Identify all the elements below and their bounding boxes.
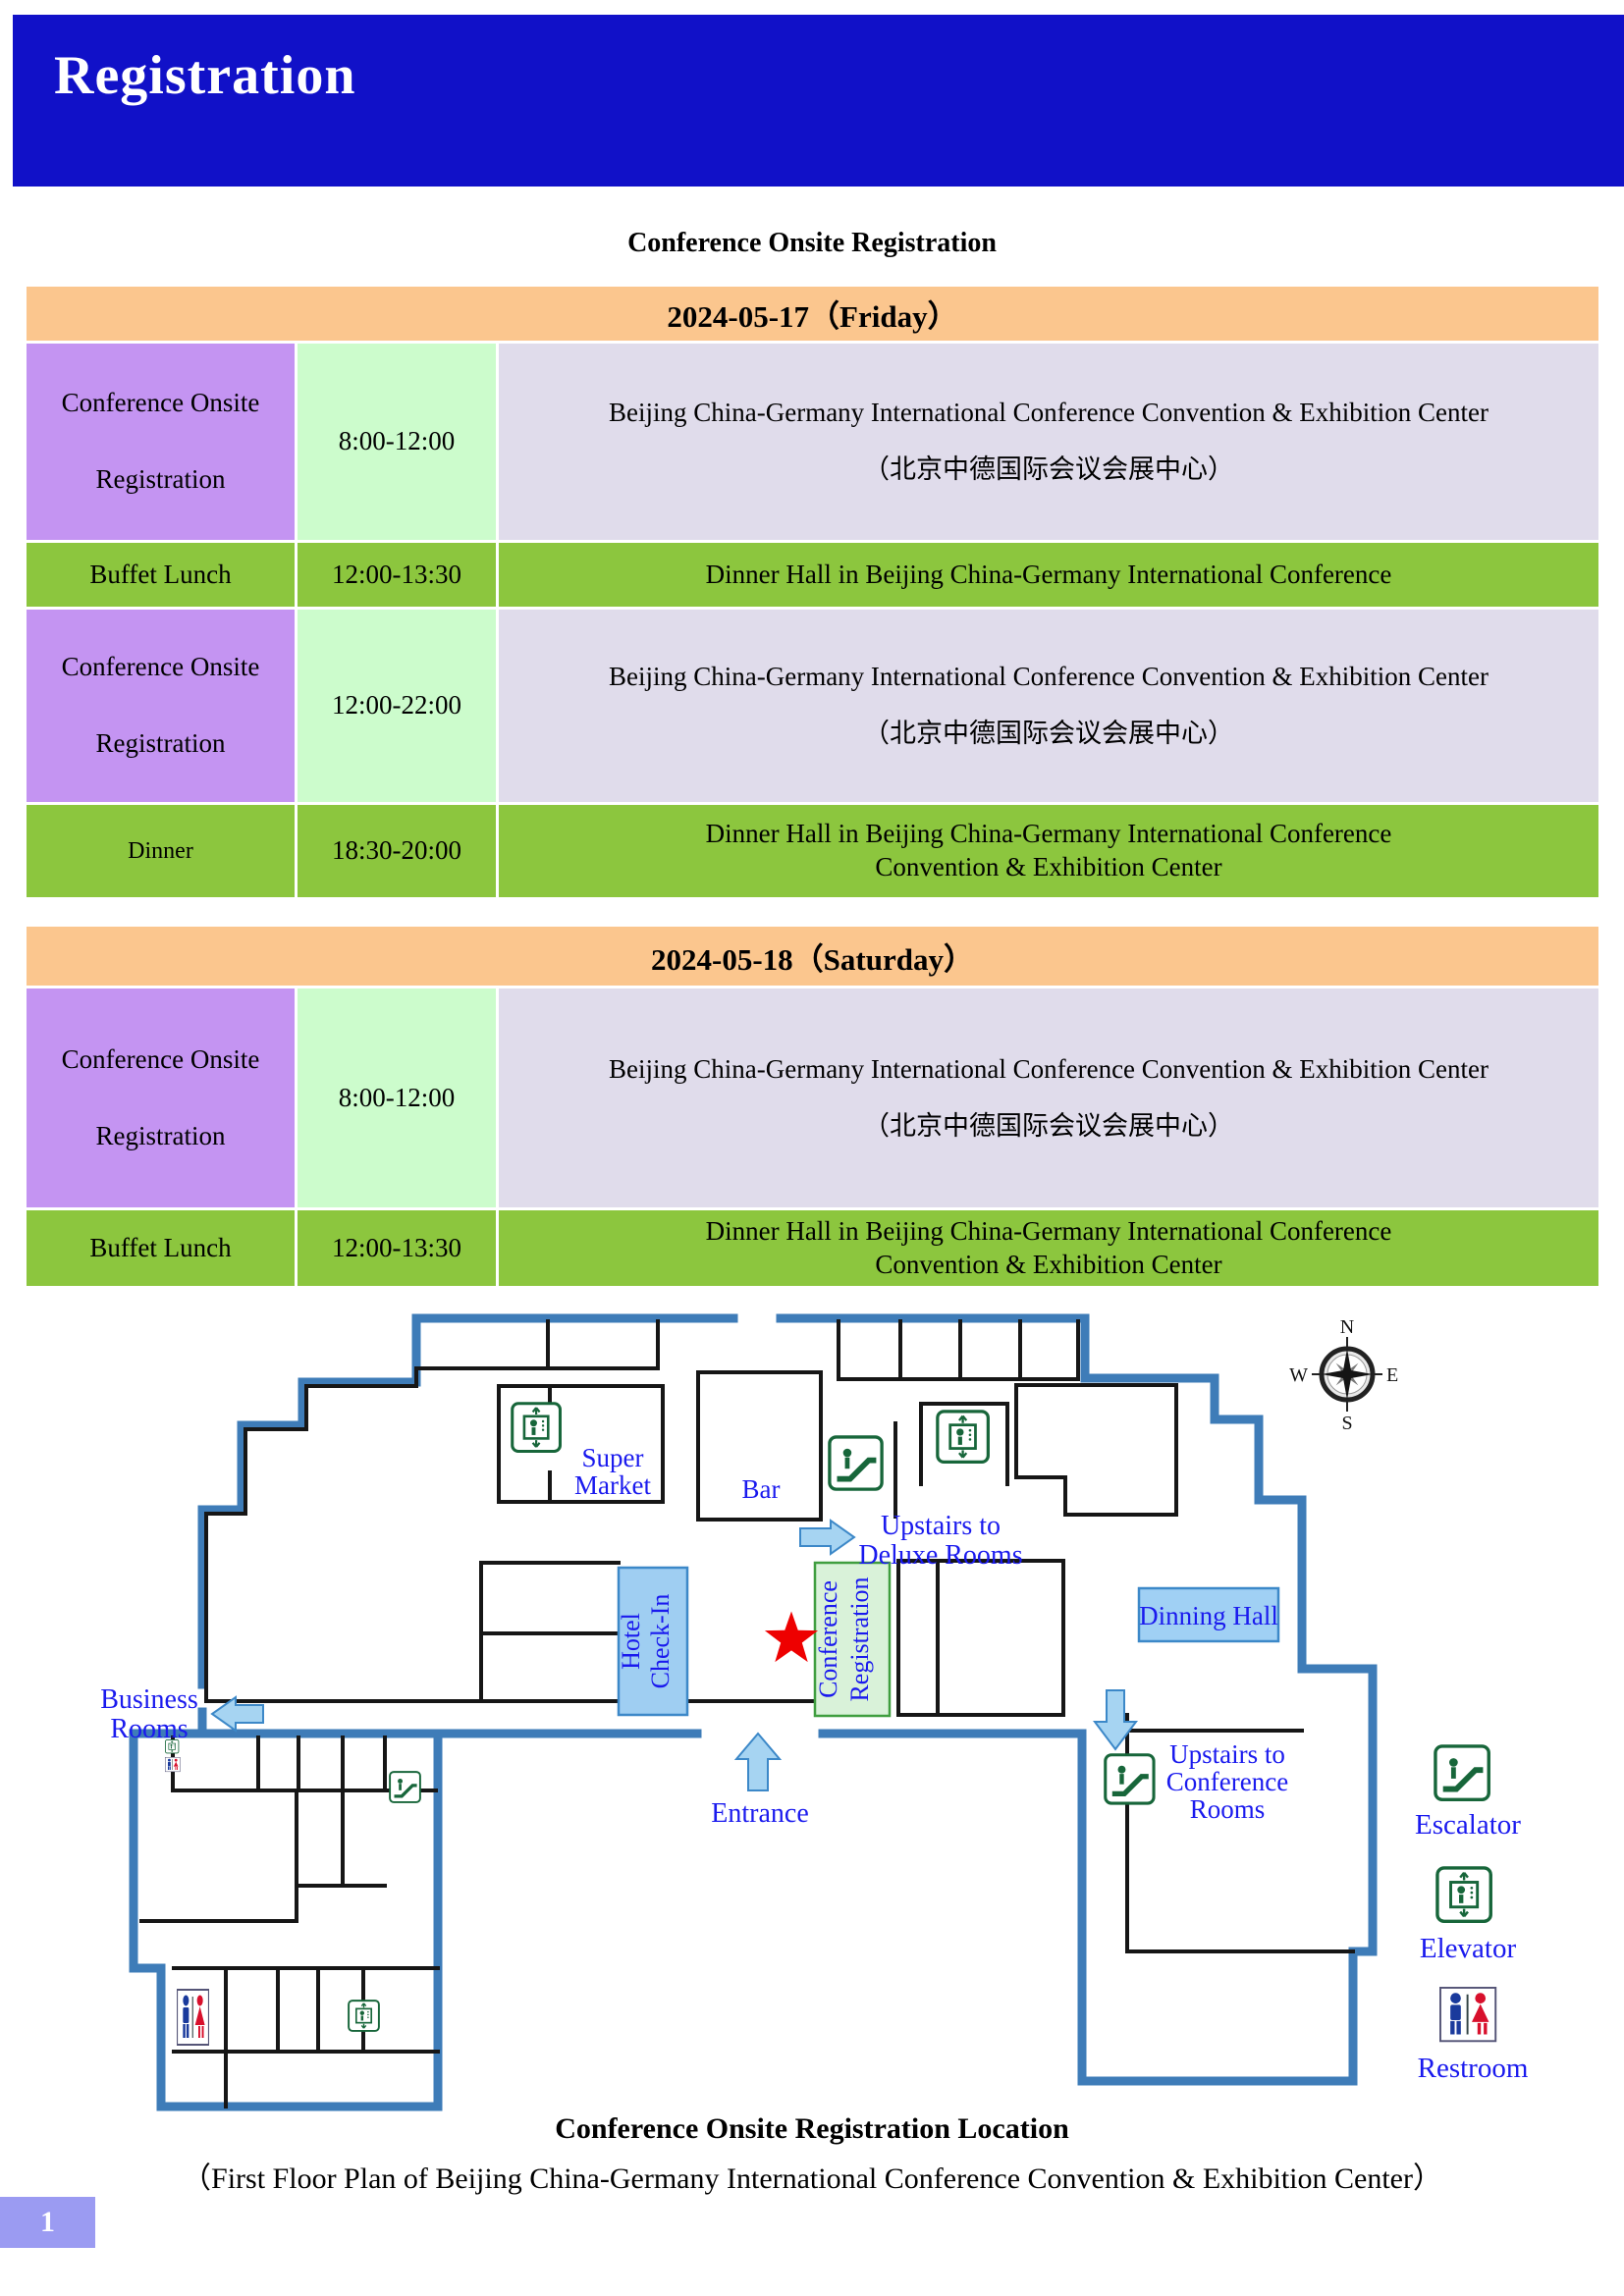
arrow-up-entrance-icon — [733, 1732, 783, 1791]
activity-cell: Conference Onsite Registration — [27, 344, 298, 540]
hotel-check-in-label: Hotel — [617, 1613, 645, 1670]
escalator-icon — [388, 1770, 422, 1804]
activity-cell: Conference Onsite Registration — [27, 988, 298, 1207]
upstairs-deluxe-label: Upstairs to — [881, 1511, 1001, 1541]
table-row: Dinner 18:30-20:00 Dinner Hall in Beijin… — [27, 805, 1598, 897]
location-line-zh: （北京中德国际会议会展中心） — [863, 719, 1234, 748]
elevator-icon — [510, 1401, 563, 1454]
location-cell: Beijing China-Germany International Conf… — [499, 988, 1598, 1207]
business-rooms-label: Rooms — [110, 1714, 188, 1744]
arrow-right-deluxe-icon — [799, 1519, 856, 1556]
location-cell: Beijing China-Germany International Conf… — [499, 610, 1598, 802]
page-title: Registration — [54, 45, 356, 106]
time-cell: 12:00-13:30 — [298, 543, 499, 607]
location-cell: Dinner Hall in Beijing China-Germany Int… — [499, 543, 1598, 607]
location-cell: Dinner Hall in Beijing China-Germany Int… — [499, 1210, 1598, 1286]
map-legend: Escalator Elevator Restroom — [1415, 1746, 1529, 2084]
restroom-icon — [1438, 1986, 1497, 2043]
compass-w-label: W — [1289, 1364, 1308, 1386]
location-line: Dinner Hall in Beijing China-Germany Int… — [705, 1215, 1392, 1246]
escalator-icon — [1106, 1755, 1154, 1803]
conference-registration-label: Conference — [814, 1580, 842, 1698]
time-cell: 18:30-20:00 — [298, 805, 499, 897]
location-line: Convention & Exhibition Center — [875, 852, 1222, 881]
business-rooms-label: Business — [100, 1684, 198, 1715]
arrow-left-business-icon — [210, 1695, 264, 1733]
table-row: Conference Onsite Registration 8:00-12:0… — [27, 344, 1598, 540]
dinning-hall-label: Dinning Hall — [1139, 1601, 1278, 1630]
bar-label: Bar — [742, 1474, 781, 1504]
table-row: Buffet Lunch 12:00-13:30 Dinner Hall in … — [27, 543, 1598, 607]
page-number: 1 — [0, 2197, 95, 2248]
restroom-icon — [164, 1757, 181, 1773]
date-header-friday: 2024-05-17（Friday） — [27, 287, 1598, 341]
escalator-icon — [1435, 1746, 1489, 1799]
location-star-icon — [764, 1611, 819, 1663]
conference-registration-label: Registration — [845, 1576, 874, 1701]
activity-cell: Buffet Lunch — [27, 543, 298, 607]
upstairs-deluxe-label: Deluxe Rooms — [858, 1540, 1022, 1571]
location-line: Convention & Exhibition Center — [875, 1249, 1222, 1279]
upstairs-conference-label: Conference — [1166, 1767, 1288, 1796]
activity-cell: Buffet Lunch — [27, 1210, 298, 1286]
location-cell: Dinner Hall in Beijing China-Germany Int… — [499, 805, 1598, 897]
time-cell: 8:00-12:00 — [298, 988, 499, 1207]
table-row: Conference Onsite Registration 12:00-22:… — [27, 610, 1598, 802]
entrance-label: Entrance — [711, 1798, 809, 1829]
activity-line: Registration — [95, 464, 226, 494]
arrow-down-conference-icon — [1093, 1689, 1138, 1751]
activity-line: Conference Onsite — [61, 652, 260, 682]
compass-e-label: E — [1386, 1364, 1398, 1386]
location-line: Dinner Hall in Beijing China-Germany Int… — [705, 819, 1392, 849]
super-market-label: Super — [582, 1443, 644, 1472]
super-market-label: Market — [574, 1470, 651, 1500]
dinning-hall-box — [1137, 1586, 1280, 1643]
compass-n-label: N — [1340, 1316, 1354, 1338]
legend-escalator-label: Escalator — [1415, 1809, 1521, 1841]
activity-cell: Dinner — [27, 805, 298, 897]
legend-restroom-label: Restroom — [1418, 2053, 1529, 2084]
location-line: Beijing China-Germany International Conf… — [608, 1053, 1489, 1084]
table-row: Conference Onsite Registration 8:00-12:0… — [27, 988, 1598, 1207]
upstairs-conference-label: Upstairs to — [1169, 1739, 1285, 1769]
interior-walls — [139, 1319, 1355, 2109]
header-banner: Registration — [13, 15, 1624, 187]
direction-arrows — [210, 1519, 1138, 1791]
location-cell: Beijing China-Germany International Conf… — [499, 344, 1598, 540]
map-caption-subtitle: （First Floor Plan of Beijing China-Germa… — [182, 2163, 1442, 2195]
elevator-icon — [938, 1412, 989, 1463]
restroom-icon — [176, 1989, 210, 2046]
compass-s-label: S — [1341, 1413, 1352, 1434]
activity-line: Conference Onsite — [61, 388, 260, 418]
legend-elevator-label: Elevator — [1420, 1933, 1517, 1964]
time-cell: 12:00-13:30 — [298, 1210, 499, 1286]
date-header-saturday: 2024-05-18（Saturday） — [27, 927, 1598, 986]
time-cell: 8:00-12:00 — [298, 344, 499, 540]
hotel-check-in-label: Check-In — [646, 1594, 675, 1689]
elevator-icon — [347, 1999, 381, 2033]
activity-line: Registration — [95, 728, 226, 758]
activity-cell: Conference Onsite Registration — [27, 610, 298, 802]
location-line: Beijing China-Germany International Conf… — [608, 662, 1489, 692]
table-row: Buffet Lunch 12:00-13:30 Dinner Hall in … — [27, 1210, 1598, 1286]
schedule-title: Conference Onsite Registration — [627, 228, 997, 258]
activity-line: Conference Onsite — [61, 1043, 260, 1074]
upstairs-conference-label: Rooms — [1190, 1794, 1266, 1824]
map-labels: Super Market Bar Upstairs to Deluxe Room… — [100, 1443, 1288, 1829]
time-cell: 12:00-22:00 — [298, 610, 499, 802]
map-caption-title: Conference Onsite Registration Location — [555, 2112, 1069, 2145]
conference-registration-box — [813, 1561, 892, 1718]
activity-line: Registration — [95, 1120, 226, 1150]
hotel-check-in-box — [617, 1566, 689, 1717]
elevator-icon — [1437, 1868, 1490, 1921]
location-line-zh: （北京中德国际会议会展中心） — [863, 1110, 1234, 1141]
escalator-icon — [830, 1437, 882, 1489]
location-line-zh: （北京中德国际会议会展中心） — [863, 454, 1234, 484]
schedule-table: 2024-05-17（Friday） Conference Onsite Reg… — [27, 287, 1598, 1289]
compass-rose-icon: N S W E — [1289, 1316, 1398, 1434]
location-line: Beijing China-Germany International Conf… — [608, 398, 1489, 428]
